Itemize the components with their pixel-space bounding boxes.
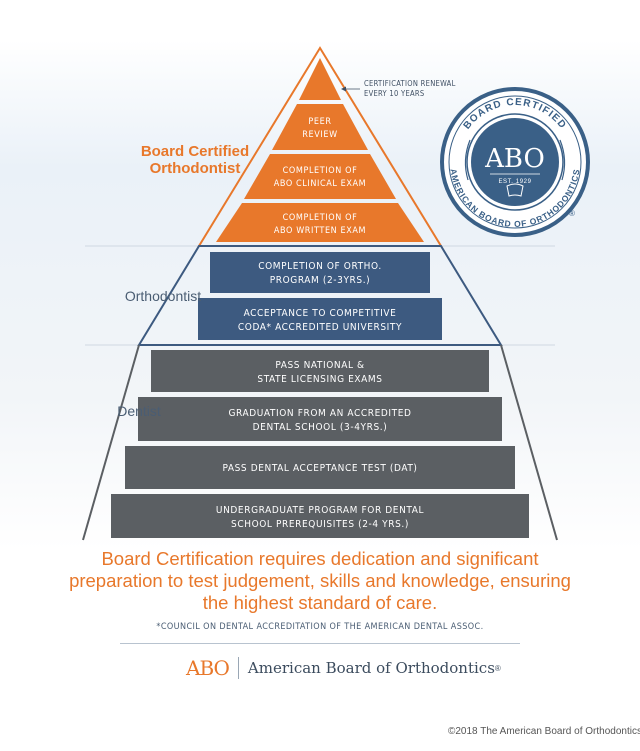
- step-dat-line1: PASS DENTAL ACCEPTANCE TEST (DAT): [222, 463, 417, 474]
- step-apex: [299, 58, 341, 100]
- renewal-callout: CERTIFICATION RENEWAL EVERY 10 YEARS: [341, 79, 456, 98]
- step-written-exam-line2: ABO WRITTEN EXAM: [274, 226, 366, 236]
- callout-arrowhead: [341, 86, 346, 92]
- step-licensing-exams-line2: STATE LICENSING EXAMS: [257, 374, 382, 385]
- brand-name: American Board of Orthodontics: [247, 659, 495, 677]
- step-coda-acceptance: ACCEPTANCE TO COMPETITIVE CODA* ACCREDIT…: [198, 298, 442, 340]
- seal-tooth-icon: [506, 183, 524, 197]
- step-licensing-exams: PASS NATIONAL & STATE LICENSING EXAMS: [151, 350, 489, 392]
- copyright-notice: ©2018 The American Board of Orthodontics: [448, 726, 640, 737]
- step-clinical-exam: COMPLETION OF ABO CLINICAL EXAM: [244, 154, 396, 199]
- abo-seal: BOARD CERTIFIED AMERICAN BOARD OF ORTHOD…: [440, 87, 590, 237]
- step-peer-review-line1: PEER: [308, 117, 331, 127]
- tier-board-line1: Board Certified: [141, 143, 249, 160]
- brand-separator: [237, 657, 239, 679]
- step-dental-school: GRADUATION FROM AN ACCREDITED DENTAL SCH…: [138, 397, 502, 441]
- coda-footnote: *COUNCIL ON DENTAL ACCREDITATION OF THE …: [156, 622, 484, 632]
- step-dental-school-line1: GRADUATION FROM AN ACCREDITED: [228, 408, 411, 419]
- outline-dentist-right: [500, 344, 558, 541]
- summary-statement: Board Certification requires dedication …: [69, 548, 571, 613]
- brand-mark: ABO: [186, 656, 230, 680]
- step-dental-school-line2: DENTAL SCHOOL (3-4YRS.): [253, 422, 388, 433]
- step-clinical-exam-line1: COMPLETION OF: [283, 166, 358, 176]
- seal-est: EST. 1929: [498, 179, 531, 185]
- step-ortho-program-line2: PROGRAM (2-3YRS.): [270, 275, 371, 286]
- tier-dentist: Dentist: [117, 403, 161, 419]
- brand-registered: ®: [494, 663, 501, 673]
- footer-rule: [120, 643, 520, 644]
- abo-brand-logo: ABO American Board of Orthodontics ®: [186, 655, 501, 681]
- tier-orthodontist: Orthodontist: [125, 288, 201, 304]
- callout-line1: CERTIFICATION RENEWAL: [364, 79, 456, 88]
- step-written-exam: COMPLETION OF ABO WRITTEN EXAM: [216, 203, 424, 242]
- step-undergrad-line2: SCHOOL PREREQUISITES (2-4 YRS.): [231, 519, 409, 530]
- step-coda-acceptance-line2: CODA* ACCREDITED UNIVERSITY: [238, 322, 402, 333]
- seal-registered: ®: [569, 209, 575, 218]
- step-coda-acceptance-line1: ACCEPTANCE TO COMPETITIVE: [244, 308, 397, 319]
- step-peer-review-line2: REVIEW: [302, 130, 337, 140]
- seal-laurel-left: [464, 139, 471, 181]
- step-written-exam-line1: COMPLETION OF: [283, 213, 358, 223]
- step-undergrad: UNDERGRADUATE PROGRAM FOR DENTAL SCHOOL …: [111, 494, 529, 538]
- step-undergrad-line1: UNDERGRADUATE PROGRAM FOR DENTAL: [216, 505, 424, 516]
- seal-laurel-right: [559, 139, 566, 181]
- callout-line2: EVERY 10 YEARS: [364, 89, 425, 98]
- step-clinical-exam-line2: ABO CLINICAL EXAM: [274, 179, 367, 189]
- step-licensing-exams-line1: PASS NATIONAL &: [275, 360, 364, 371]
- step-ortho-program: COMPLETION OF ORTHO. PROGRAM (2-3YRS.): [210, 252, 430, 293]
- step-dat: PASS DENTAL ACCEPTANCE TEST (DAT): [125, 446, 515, 489]
- seal-center: ABO: [484, 144, 545, 174]
- outline-dentist-left: [82, 344, 140, 541]
- step-ortho-program-line1: COMPLETION OF ORTHO.: [258, 261, 382, 272]
- step-peer-review: PEER REVIEW: [272, 104, 368, 150]
- tier-board-line2: Orthodontist: [150, 160, 241, 177]
